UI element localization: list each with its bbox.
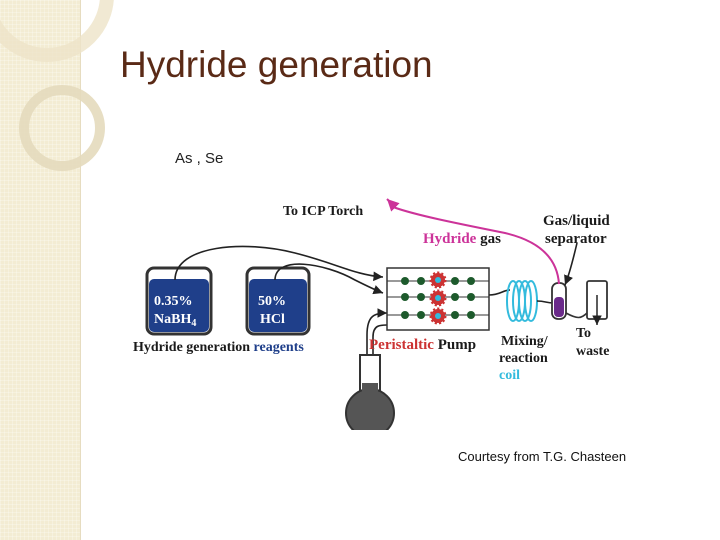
waste-label-line2: waste <box>576 344 609 359</box>
mixing-label-line1: Mixing/ <box>501 334 549 349</box>
bottle1-concentration: 0.35% <box>154 294 193 309</box>
mixing-label-line2: reaction <box>499 351 548 366</box>
pump-word: Pump <box>438 337 476 353</box>
sample-flask <box>345 354 395 430</box>
pump-rollers <box>401 277 475 319</box>
image-credit: Courtesy from T.G. Chasteen <box>458 449 627 464</box>
separator-pointer <box>564 242 578 286</box>
gas-liquid-separator <box>551 280 608 325</box>
waste-label-line1: To <box>576 326 591 341</box>
coil-to-separator-tube <box>536 300 554 304</box>
torch-arrow <box>386 198 400 212</box>
sample-tube <box>366 308 388 430</box>
bottle1-reagent-subscript: 4 <box>191 318 196 329</box>
hydride-word: Hydride <box>423 231 477 247</box>
slide-title: Hydride generation <box>120 44 433 85</box>
hcl-bottle <box>245 266 311 336</box>
hcl-tube <box>274 263 384 295</box>
elements-label: As , Se <box>175 150 224 167</box>
gas-word: gas <box>480 231 501 247</box>
bottle1-reagent-name: NaBH <box>154 312 191 327</box>
mixing-coil <box>506 280 538 322</box>
to-icp-torch-label: To ICP Torch <box>283 204 363 219</box>
hydride-gas-line <box>392 206 560 285</box>
reagents-prefix: Hydride generation <box>133 340 250 355</box>
reagents-word: reagents <box>254 340 305 355</box>
nabh4-tube <box>174 245 384 282</box>
reagents-label: Hydride generation reagents <box>133 340 304 355</box>
pump-label: Peristaltic Pump <box>369 337 476 353</box>
separator-label-line1: Gas/liquid <box>543 213 610 229</box>
mixing-label-line3: coil <box>499 368 520 383</box>
peristaltic-pump <box>386 267 490 331</box>
hydride-gas-label: Hydride gas <box>423 231 501 247</box>
bottle1-reagent: NaBH4 <box>154 312 196 329</box>
nabh4-bottle <box>145 266 213 336</box>
separator-label-line2: separator <box>545 231 607 247</box>
hydride-generation-diagram: 0.35% NaBH4 50% HCl <box>133 198 610 430</box>
sample-tube-2 <box>372 324 388 430</box>
bottle2-reagent: HCl <box>260 312 285 327</box>
pump-prefix: Peristaltic <box>369 337 434 353</box>
decorative-circles <box>0 0 114 171</box>
bottle2-concentration: 50% <box>258 294 286 309</box>
